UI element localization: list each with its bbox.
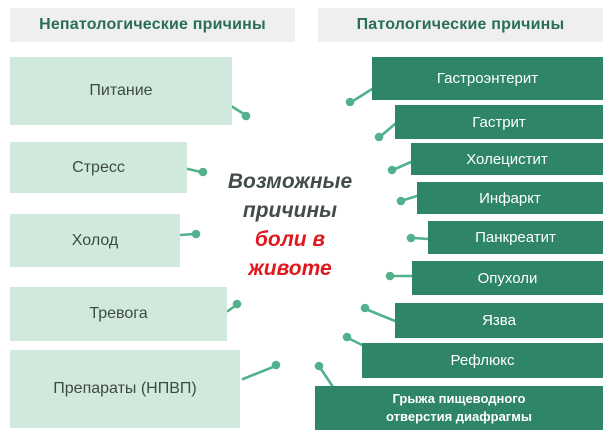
right-column-header: Патологические причины bbox=[318, 8, 603, 42]
cause-label-cold: Холод bbox=[71, 231, 119, 249]
center-title-line-1: Возможные bbox=[227, 170, 353, 193]
cause-label-stress: Стресс bbox=[72, 158, 125, 176]
cause-box-infarction: Инфаркт bbox=[417, 182, 603, 214]
cause-label-pancreatitis: Панкреатит bbox=[475, 229, 556, 246]
connector-dot bbox=[271, 360, 281, 370]
connector-cholecystitis bbox=[387, 160, 413, 175]
connector-pancreatitis bbox=[406, 233, 430, 243]
cause-label-nutrition: Питание bbox=[89, 82, 153, 99]
connector-nutrition bbox=[229, 104, 251, 121]
connector-reflux bbox=[342, 332, 364, 347]
connector-dot bbox=[241, 111, 251, 121]
connector-line bbox=[412, 236, 430, 241]
cause-box-gastroenteritis: Гастроэнтерит bbox=[372, 57, 603, 100]
connector-line bbox=[319, 367, 335, 389]
cause-label-gastritis: Гастрит bbox=[472, 113, 526, 131]
cause-box-reflux: Рефлюкс bbox=[362, 343, 603, 378]
center-title-line-2: причины bbox=[242, 199, 338, 222]
left-column-header-label: Непатологические причины bbox=[39, 16, 266, 33]
connector-hiatal-hernia bbox=[314, 361, 335, 389]
cause-label-cholecystitis: Холецистит bbox=[466, 150, 548, 168]
connector-gastroenteritis bbox=[345, 87, 374, 107]
cause-label-ulcer: Язва bbox=[482, 312, 516, 329]
cause-box-tumors: Опухоли bbox=[412, 261, 603, 295]
connector-dot bbox=[345, 97, 355, 107]
cause-label-gastroenteritis: Гастроэнтерит bbox=[436, 70, 539, 87]
connector-line bbox=[348, 337, 364, 347]
connector-infarction bbox=[396, 194, 419, 206]
connector-line bbox=[226, 304, 237, 313]
connector-dot bbox=[314, 361, 324, 371]
right-column-header-label: Патологические причины bbox=[356, 16, 565, 33]
connector-dot bbox=[360, 303, 370, 313]
cause-label-infarction: Инфаркт bbox=[479, 189, 541, 207]
left-column-header: Непатологические причины bbox=[10, 8, 295, 42]
cause-label-anxiety: Тревога bbox=[89, 305, 148, 322]
connector-ulcer bbox=[360, 303, 397, 323]
cause-box-nutrition: Питание bbox=[10, 57, 232, 125]
cause-box-hiatal-hernia: Грыжа пищеводного отверстия диафрагмы bbox=[315, 386, 603, 430]
cause-box-pancreatitis: Панкреатит bbox=[428, 221, 603, 254]
connector-dot bbox=[396, 196, 406, 206]
connector-nsaid-drugs bbox=[241, 360, 281, 381]
connector-line bbox=[393, 160, 413, 171]
connector-line bbox=[229, 104, 246, 116]
connector-line bbox=[366, 308, 397, 323]
cause-box-cold: Холод bbox=[10, 214, 180, 267]
cause-label-reflux: Рефлюкс bbox=[450, 352, 515, 369]
connector-dot bbox=[232, 299, 242, 309]
connector-dot bbox=[406, 233, 416, 243]
center-title-line-4: животе bbox=[248, 257, 332, 280]
cause-label-hiatal-hernia: Грыжа пищеводного отверстия диафрагмы bbox=[386, 391, 532, 424]
connector-dot bbox=[374, 132, 384, 142]
cause-label-nsaid-drugs: Препараты (НПВП) bbox=[53, 380, 197, 397]
connector-anxiety bbox=[226, 299, 242, 313]
connector-line bbox=[380, 122, 397, 137]
connector-line bbox=[351, 87, 374, 103]
center-title-line-3: боли в bbox=[254, 228, 326, 251]
connector-dot bbox=[342, 332, 352, 342]
cause-box-cholecystitis: Холецистит bbox=[411, 143, 603, 175]
connector-line bbox=[402, 194, 419, 202]
cause-box-nsaid-drugs: Препараты (НПВП) bbox=[10, 350, 240, 428]
connector-gastritis bbox=[374, 122, 397, 142]
cause-box-stress: Стресс bbox=[10, 142, 187, 193]
connector-line bbox=[241, 365, 275, 381]
cause-box-gastritis: Гастрит bbox=[395, 105, 603, 139]
cause-box-ulcer: Язва bbox=[395, 303, 603, 338]
cause-label-tumors: Опухоли bbox=[477, 269, 538, 287]
cause-box-anxiety: Тревога bbox=[10, 287, 227, 341]
center-title: Возможные причины боли в животе bbox=[190, 167, 390, 283]
